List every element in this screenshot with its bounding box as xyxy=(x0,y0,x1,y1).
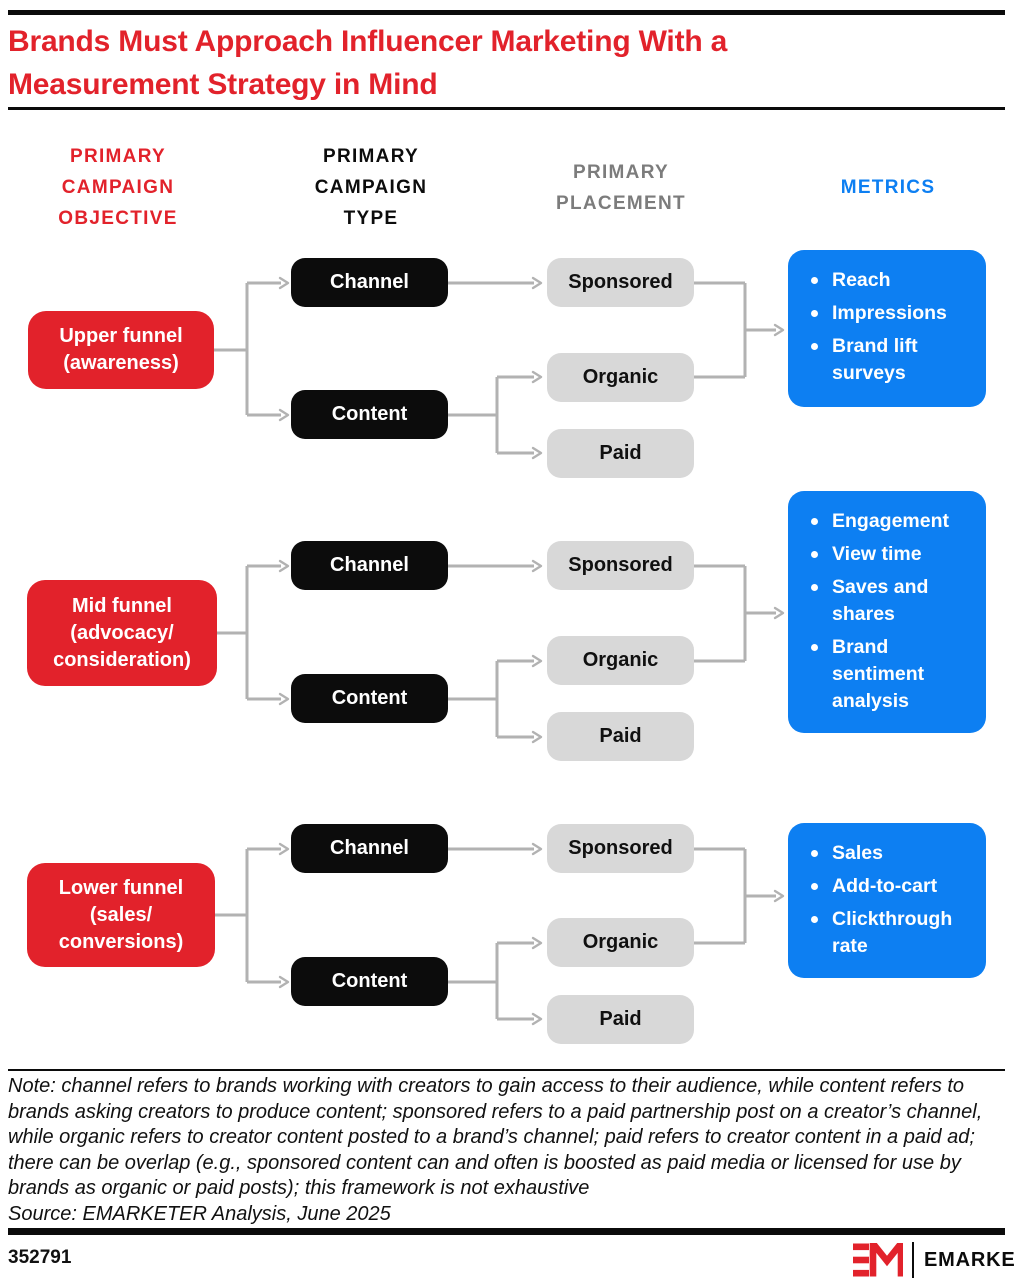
metric-item: Saves and shares xyxy=(798,574,974,628)
objective-box-mid-funnel: Mid funnel (advocacy/ consideration) xyxy=(27,580,217,686)
campaign-type-box-channel: Channel xyxy=(291,541,448,590)
metrics-list: Engagement View time Saves and shares Br… xyxy=(798,508,974,715)
placement-box-paid: Paid xyxy=(547,429,694,478)
placement-box-sponsored: Sponsored xyxy=(547,824,694,873)
campaign-type-box-content: Content xyxy=(291,390,448,439)
placement-box-sponsored: Sponsored xyxy=(547,258,694,307)
campaign-type-box-content: Content xyxy=(291,674,448,723)
placement-box-organic: Organic xyxy=(547,636,694,685)
bottom-rule xyxy=(8,1228,1005,1235)
metric-item: Brand sentiment analysis xyxy=(798,634,974,715)
placement-box-sponsored: Sponsored xyxy=(547,541,694,590)
top-rule xyxy=(8,10,1005,15)
campaign-type-box-content: Content xyxy=(291,957,448,1006)
chart-id: 352791 xyxy=(8,1247,72,1268)
metrics-list: Reach Impressions Brand lift surveys xyxy=(798,267,974,387)
brand-wordmark: EMARKETER xyxy=(924,1248,1014,1271)
metric-item: Clickthrough rate xyxy=(798,906,974,960)
metrics-list: Sales Add-to-cart Clickthrough rate xyxy=(798,840,974,960)
metric-item: Engagement xyxy=(798,508,974,535)
emarketer-monogram-icon xyxy=(853,1243,903,1277)
footer-rule xyxy=(8,1069,1005,1071)
metric-item: Reach xyxy=(798,267,974,294)
note-text: Note: channel refers to brands working w… xyxy=(8,1075,983,1199)
objective-box-upper-funnel: Upper funnel (awareness) xyxy=(28,311,214,389)
placement-box-paid: Paid xyxy=(547,995,694,1044)
column-header-placement: PRIMARY PLACEMENT xyxy=(556,162,686,214)
metric-item: Sales xyxy=(798,840,974,867)
placement-box-organic: Organic xyxy=(547,918,694,967)
metrics-box-lower-funnel: Sales Add-to-cart Clickthrough rate xyxy=(788,823,986,978)
placement-box-organic: Organic xyxy=(547,353,694,402)
metrics-box-upper-funnel: Reach Impressions Brand lift surveys xyxy=(788,250,986,407)
column-header-metrics: METRICS xyxy=(840,177,936,198)
source-text: Source: EMARKETER Analysis, June 2025 xyxy=(8,1202,391,1225)
column-header-campaign-type: PRIMARY CAMPAIGN TYPE xyxy=(314,146,428,229)
title-rule xyxy=(8,107,1005,110)
campaign-type-box-channel: Channel xyxy=(291,258,448,307)
metric-item: Brand lift surveys xyxy=(798,333,974,387)
campaign-type-box-channel: Channel xyxy=(291,824,448,873)
placement-box-paid: Paid xyxy=(547,712,694,761)
column-header-objective: PRIMARY CAMPAIGN OBJECTIVE xyxy=(58,146,178,229)
metrics-box-mid-funnel: Engagement View time Saves and shares Br… xyxy=(788,491,986,733)
page-title: Brands Must Approach Influencer Marketin… xyxy=(8,25,728,101)
logo-divider xyxy=(912,1242,914,1278)
metric-item: Add-to-cart xyxy=(798,873,974,900)
objective-box-lower-funnel: Lower funnel (sales/ conversions) xyxy=(27,863,215,967)
metric-item: Impressions xyxy=(798,300,974,327)
emarketer-logo: EMARKETER xyxy=(853,1241,1014,1279)
footnote-block: Note: channel refers to brands working w… xyxy=(8,1074,1010,1227)
metric-item: View time xyxy=(798,541,974,568)
